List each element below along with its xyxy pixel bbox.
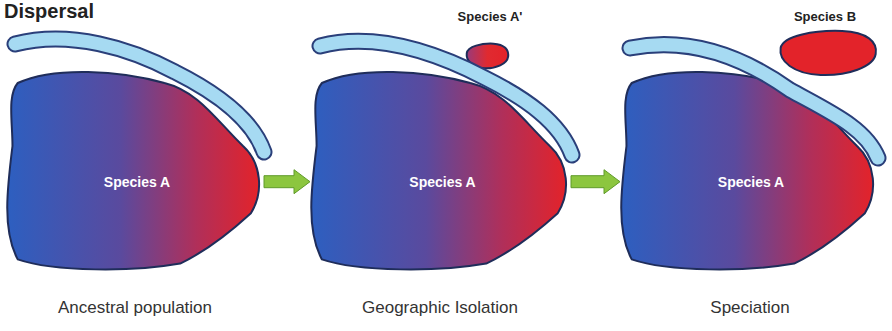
species-name: Species A xyxy=(306,174,579,190)
range-blob: Species A xyxy=(2,62,272,272)
river-outline xyxy=(15,39,264,152)
river-outline xyxy=(630,45,878,158)
species-name: Species A xyxy=(616,174,886,190)
island-range: Species B xyxy=(760,2,890,82)
blob-outline xyxy=(616,62,878,272)
river-water xyxy=(630,45,878,158)
species-name: Species B xyxy=(760,9,890,24)
blob-outline xyxy=(306,62,571,272)
river xyxy=(15,39,878,158)
river-water xyxy=(15,39,264,152)
island-outline xyxy=(772,28,880,78)
island-fill xyxy=(780,31,876,75)
blob-fill xyxy=(621,72,873,270)
process-arrow xyxy=(264,170,310,194)
diagram-title: Dispersal xyxy=(4,0,94,23)
stage-caption: Geographic Isolation xyxy=(362,298,518,318)
stage-caption: Speciation xyxy=(710,298,789,318)
species-name: Species A xyxy=(2,174,272,190)
species-name: Species A' xyxy=(436,9,544,24)
range-blob: Species A xyxy=(616,62,886,272)
process-arrow xyxy=(571,170,620,194)
river-outline xyxy=(320,41,572,155)
range-blob: Species A xyxy=(306,62,579,272)
river-water xyxy=(320,41,572,155)
stage-caption: Ancestral population xyxy=(58,298,212,318)
